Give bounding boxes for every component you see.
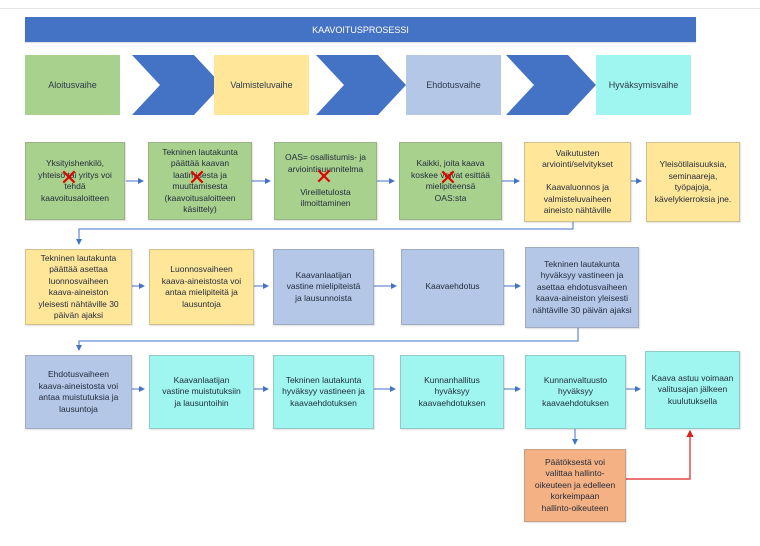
step-opinions-on-oas: Kaikki, joita kaava koskee voivat esittä… xyxy=(399,142,502,220)
step-impact-assessment: Vaikutusten arviointi/selvitykset Kaaval… xyxy=(524,142,631,222)
step-oas-announcement: OAS= osallistumis- ja arviointisuunnitel… xyxy=(274,142,377,220)
step-plan-in-force: Kaava astuu voimaan valitusajan jälkeen … xyxy=(645,351,740,429)
step-proposal-reminders: Ehdotusvaiheen kaava-aineistosta voi ant… xyxy=(25,355,132,429)
step-board-decides-plan: Tekninen lautakunta päättää kaavan laati… xyxy=(148,142,252,220)
chevron-arrow-icon xyxy=(316,55,406,115)
step-response-to-reminders: Kaavanlaatijan vastine muistutuksiin ja … xyxy=(149,355,254,429)
step-board-approves: Tekninen lautakunta hyväksyy vastineen j… xyxy=(273,355,374,429)
step-planner-response: Kaavanlaatijan vastine mielipiteistä ja … xyxy=(273,249,374,325)
chevron-arrow-icon xyxy=(132,55,222,115)
phase-hyvaksymisvaihe: Hyväksymisvaihe xyxy=(596,55,691,115)
step-council-approves: Kunnanvaltuusto hyväksyy kaavaehdotuksen xyxy=(525,355,626,429)
step-initiative: Yksityishenkilö, yhteisö tai yritys voi … xyxy=(25,142,125,220)
phase-ehdotusvaihe: Ehdotusvaihe xyxy=(406,55,501,115)
phase-valmisteluvaihe: Valmisteluvaihe xyxy=(214,55,309,115)
diagram-title: KAAVOITUSPROSESSI xyxy=(25,17,696,42)
step-appeal: Päätöksestä voi valittaa hallinto- oikeu… xyxy=(524,449,626,522)
phase-aloitusvaihe: Aloitusvaihe xyxy=(25,55,120,115)
step-proposal-on-display: Tekninen lautakunta hyväksyy vastineen j… xyxy=(525,247,639,328)
step-draft-on-display: Tekninen lautakunta päättää asettaa luon… xyxy=(25,249,132,325)
chevron-arrow-icon xyxy=(506,55,596,115)
step-public-events: Yleisötilaisuuksia, seminaareja, työpajo… xyxy=(646,142,740,222)
step-municipal-board-approves: Kunnanhallitus hyväksyy kaavaehdotuksen xyxy=(400,355,504,429)
top-divider xyxy=(0,8,760,9)
step-draft-opinions: Luonnosvaiheen kaava-aineistosta voi ant… xyxy=(149,249,254,325)
step-plan-proposal: Kaavaehdotus xyxy=(401,249,504,325)
